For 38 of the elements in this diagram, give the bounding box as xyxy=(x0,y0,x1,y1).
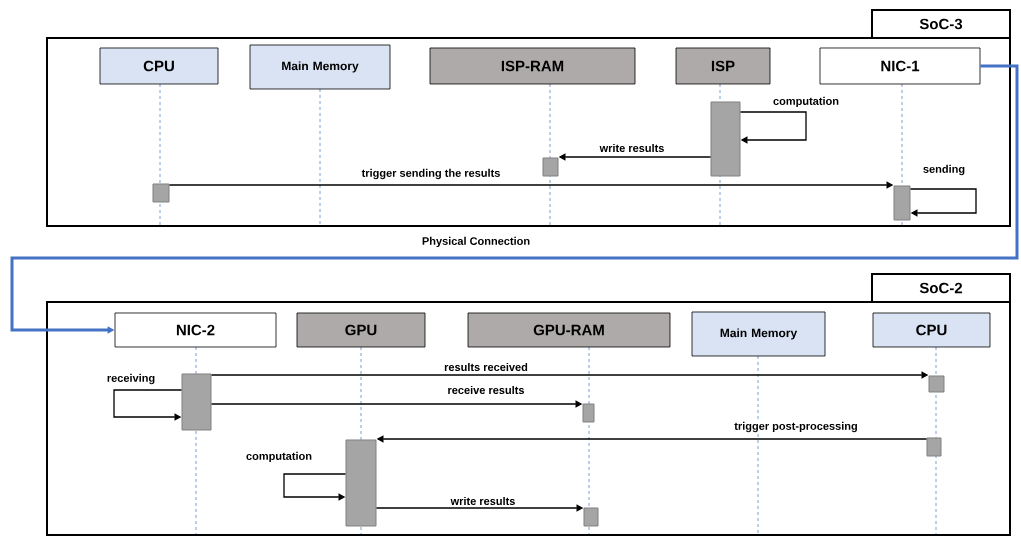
lifeline-header: NIC-1 xyxy=(819,47,981,85)
activation-bar xyxy=(345,439,377,527)
activation-bar xyxy=(542,157,559,177)
connection-line xyxy=(10,64,1019,334)
activation-bar xyxy=(893,185,911,221)
activation-bar xyxy=(710,101,741,177)
activation-bar xyxy=(152,183,170,203)
edge-label: computation xyxy=(772,95,840,109)
lifeline-header: ISP-RAM xyxy=(429,47,636,85)
edge-label: write results xyxy=(449,495,517,507)
self-message-arrow xyxy=(739,111,807,144)
edge-label: trigger sending the results xyxy=(360,167,502,181)
lifeline-header: Main Memory xyxy=(249,44,391,90)
edge-label: write results xyxy=(598,142,666,154)
node-label: SoC-3 xyxy=(919,18,963,30)
lifeline-header: GPU-RAM xyxy=(467,312,671,348)
edge-label: receive results xyxy=(446,384,526,396)
activation-bar xyxy=(928,375,945,393)
lifeline-header: CPU xyxy=(99,47,219,85)
self-message-arrow xyxy=(113,389,183,421)
self-message-arrow xyxy=(283,473,347,501)
activation-bar xyxy=(583,507,599,527)
edge-label: Physical Connection xyxy=(420,235,532,249)
edge-label: computation xyxy=(245,450,313,464)
self-message-arrow xyxy=(909,188,977,217)
node-label: SoC-2 xyxy=(919,282,963,294)
lifeline-header: ISP xyxy=(675,47,771,85)
activation-bar xyxy=(582,403,595,423)
edge-label: receiving xyxy=(105,372,157,386)
edge-label: trigger post-processing xyxy=(733,420,859,434)
edge-label: results received xyxy=(443,361,529,373)
activation-bar xyxy=(181,373,212,431)
lifeline-header: CPU xyxy=(872,312,991,348)
lifeline-header: GPU xyxy=(296,312,426,348)
lifeline-header: Main Memory xyxy=(691,311,826,357)
lifeline-header: NIC-2 xyxy=(114,312,277,348)
activation-bar xyxy=(926,437,942,457)
edge-label: sending xyxy=(921,163,967,177)
